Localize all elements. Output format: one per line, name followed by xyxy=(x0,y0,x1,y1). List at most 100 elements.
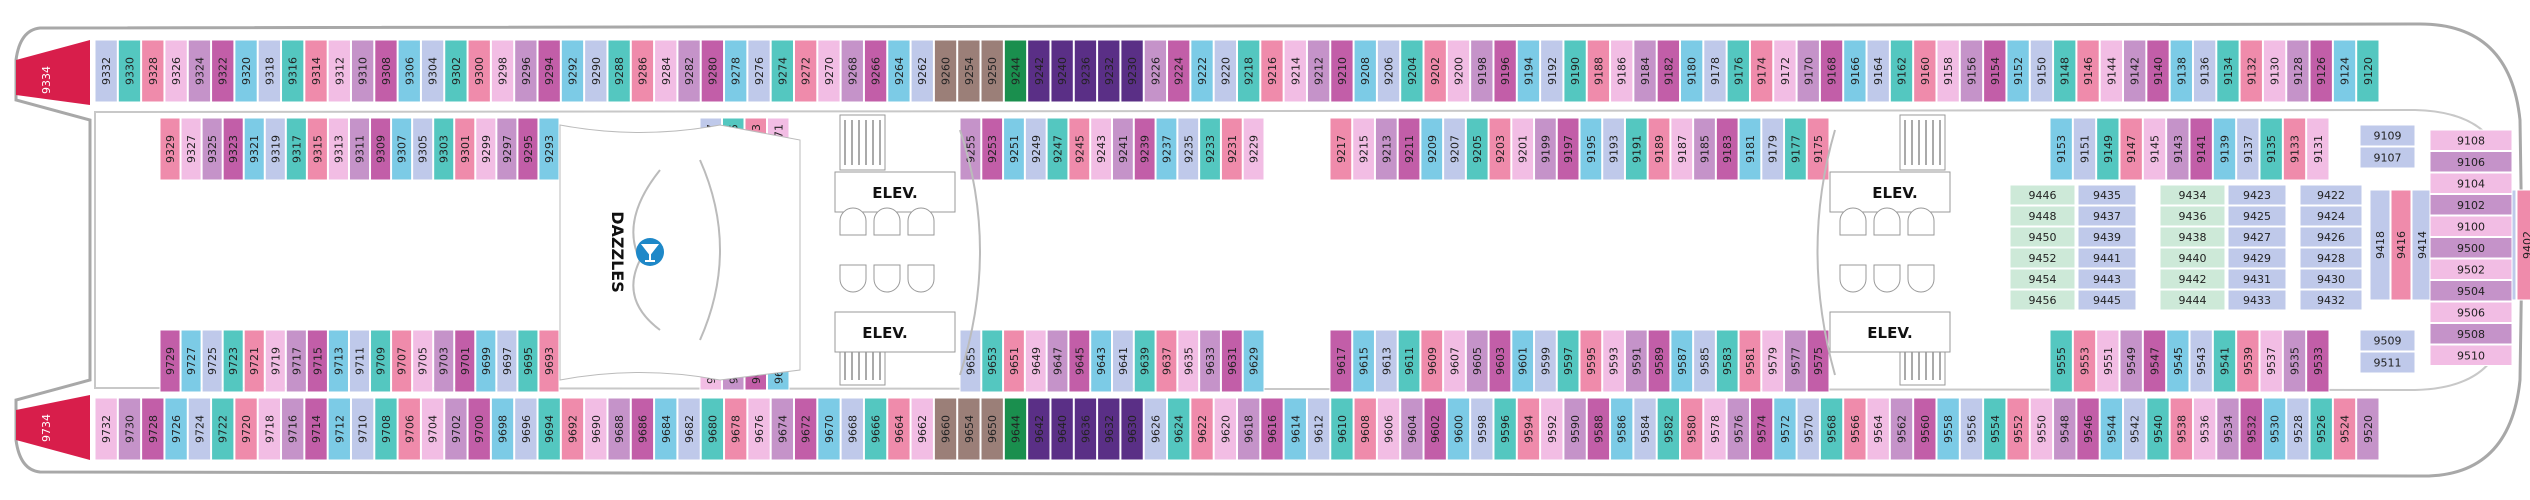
cabin-9572[interactable]: 9572 xyxy=(1773,397,1797,461)
cabin-9543[interactable]: 9543 xyxy=(2189,329,2213,393)
cabin-9592[interactable]: 9592 xyxy=(1540,397,1564,461)
cabin-9302[interactable]: 9302 xyxy=(444,39,468,103)
cabin-9452[interactable]: 9452 xyxy=(2009,247,2076,269)
cabin-9133[interactable]: 9133 xyxy=(2282,117,2307,181)
cabin-9224[interactable]: 9224 xyxy=(1167,39,1191,103)
cabin-9611[interactable]: 9611 xyxy=(1397,329,1421,393)
cabin-9645[interactable]: 9645 xyxy=(1068,329,1091,393)
cabin-9616[interactable]: 9616 xyxy=(1260,397,1284,461)
cabin-9196[interactable]: 9196 xyxy=(1493,39,1517,103)
cabin-9629[interactable]: 9629 xyxy=(1242,329,1265,393)
cabin-9298[interactable]: 9298 xyxy=(490,39,515,103)
cabin-9537[interactable]: 9537 xyxy=(2259,329,2283,393)
cabin-9305[interactable]: 9305 xyxy=(412,117,434,181)
cabin-9312[interactable]: 9312 xyxy=(327,39,351,103)
cabin-9208[interactable]: 9208 xyxy=(1353,39,1377,103)
cabin-9147[interactable]: 9147 xyxy=(2119,117,2143,181)
cabin-9526[interactable]: 9526 xyxy=(2309,397,2333,461)
cabin-9564[interactable]: 9564 xyxy=(1866,397,1890,461)
cabin-9441[interactable]: 9441 xyxy=(2077,247,2137,269)
cabin-9594[interactable]: 9594 xyxy=(1516,397,1541,461)
cabin-9180[interactable]: 9180 xyxy=(1680,39,1704,103)
cabin-9164[interactable]: 9164 xyxy=(1866,39,1890,103)
cabin-9579[interactable]: 9579 xyxy=(1761,329,1785,393)
cabin-9682[interactable]: 9682 xyxy=(677,397,701,461)
cabin-9595[interactable]: 9595 xyxy=(1579,329,1603,393)
cabin-9633[interactable]: 9633 xyxy=(1199,329,1221,393)
cabin-9732[interactable]: 9732 xyxy=(94,397,118,461)
cabin-9210[interactable]: 9210 xyxy=(1330,39,1354,103)
cabin-9500[interactable]: 9500 xyxy=(2429,237,2513,259)
cabin-9231[interactable]: 9231 xyxy=(1220,117,1243,181)
cabin-9705[interactable]: 9705 xyxy=(412,329,434,393)
cabin-9120[interactable]: 9120 xyxy=(2356,39,2380,103)
cabin-9132[interactable]: 9132 xyxy=(2239,39,2263,103)
cabin-9135[interactable]: 9135 xyxy=(2259,117,2283,181)
aft-suite-bottom[interactable]: 9734 xyxy=(16,395,90,460)
cabin-9714[interactable]: 9714 xyxy=(304,397,328,461)
cabin-9680[interactable]: 9680 xyxy=(700,397,725,461)
cabin-9604[interactable]: 9604 xyxy=(1400,397,1424,461)
cabin-9202[interactable]: 9202 xyxy=(1423,39,1447,103)
cabin-9222[interactable]: 9222 xyxy=(1190,39,1214,103)
cabin-9288[interactable]: 9288 xyxy=(607,39,631,103)
cabin-9608[interactable]: 9608 xyxy=(1353,397,1377,461)
cabin-9450[interactable]: 9450 xyxy=(2009,226,2076,248)
cabin-9209[interactable]: 9209 xyxy=(1420,117,1444,181)
cabin-9432[interactable]: 9432 xyxy=(2299,289,2363,311)
cabin-9693[interactable]: 9693 xyxy=(538,329,560,393)
cabin-9212[interactable]: 9212 xyxy=(1306,39,1331,103)
cabin-9207[interactable]: 9207 xyxy=(1443,117,1466,181)
cabin-9329[interactable]: 9329 xyxy=(159,117,181,181)
cabin-9439[interactable]: 9439 xyxy=(2077,226,2137,248)
cabin-9446[interactable]: 9446 xyxy=(2009,184,2076,206)
cabin-9143[interactable]: 9143 xyxy=(2166,117,2190,181)
cabin-9547[interactable]: 9547 xyxy=(2142,329,2167,393)
cabin-9315[interactable]: 9315 xyxy=(306,117,328,181)
cabin-9154[interactable]: 9154 xyxy=(1983,39,2007,103)
cabin-9181[interactable]: 9181 xyxy=(1738,117,1762,181)
cabin-9189[interactable]: 9189 xyxy=(1647,117,1671,181)
cabin-9541[interactable]: 9541 xyxy=(2212,329,2237,393)
cabin-9717[interactable]: 9717 xyxy=(285,329,307,393)
cabin-9233[interactable]: 9233 xyxy=(1199,117,1221,181)
cabin-9295[interactable]: 9295 xyxy=(517,117,539,181)
cabin-9640[interactable]: 9640 xyxy=(1050,397,1074,461)
cabin-9558[interactable]: 9558 xyxy=(1936,397,1960,461)
cabin-9402[interactable]: 9402 xyxy=(2516,189,2530,301)
cabin-9721[interactable]: 9721 xyxy=(243,329,265,393)
cabin-9438[interactable]: 9438 xyxy=(2159,226,2226,248)
cabin-9183[interactable]: 9183 xyxy=(1715,117,1739,181)
cabin-9610[interactable]: 9610 xyxy=(1330,397,1354,461)
cabin-9506[interactable]: 9506 xyxy=(2429,301,2513,323)
cabin-9100[interactable]: 9100 xyxy=(2429,215,2513,237)
cabin-9286[interactable]: 9286 xyxy=(630,39,655,103)
cabin-9188[interactable]: 9188 xyxy=(1586,39,1611,103)
cabin-9644[interactable]: 9644 xyxy=(1003,397,1028,461)
cabin-9326[interactable]: 9326 xyxy=(164,39,188,103)
cabin-9666[interactable]: 9666 xyxy=(863,397,888,461)
cabin-9718[interactable]: 9718 xyxy=(257,397,282,461)
cabin-9651[interactable]: 9651 xyxy=(1003,329,1025,393)
cabin-9545[interactable]: 9545 xyxy=(2166,329,2190,393)
cabin-9668[interactable]: 9668 xyxy=(840,397,864,461)
cabin-9692[interactable]: 9692 xyxy=(560,397,585,461)
cabin-9309[interactable]: 9309 xyxy=(370,117,392,181)
cabin-9274[interactable]: 9274 xyxy=(770,39,794,103)
cabin-9213[interactable]: 9213 xyxy=(1374,117,1398,181)
cabin-9254[interactable]: 9254 xyxy=(957,39,981,103)
cabin-9198[interactable]: 9198 xyxy=(1470,39,1494,103)
cabin-9535[interactable]: 9535 xyxy=(2282,329,2307,393)
cabin-9226[interactable]: 9226 xyxy=(1143,39,1168,103)
cabin-9414[interactable]: 9414 xyxy=(2411,189,2433,301)
cabin-9216[interactable]: 9216 xyxy=(1260,39,1284,103)
cabin-9255[interactable]: 9255 xyxy=(959,117,982,181)
cabin-9148[interactable]: 9148 xyxy=(2053,39,2077,103)
cabin-9330[interactable]: 9330 xyxy=(117,39,142,103)
cabin-9530[interactable]: 9530 xyxy=(2262,397,2287,461)
cabin-9613[interactable]: 9613 xyxy=(1374,329,1398,393)
cabin-9574[interactable]: 9574 xyxy=(1749,397,1774,461)
cabin-9568[interactable]: 9568 xyxy=(1819,397,1844,461)
cabin-9195[interactable]: 9195 xyxy=(1579,117,1603,181)
cabin-9442[interactable]: 9442 xyxy=(2159,268,2226,290)
